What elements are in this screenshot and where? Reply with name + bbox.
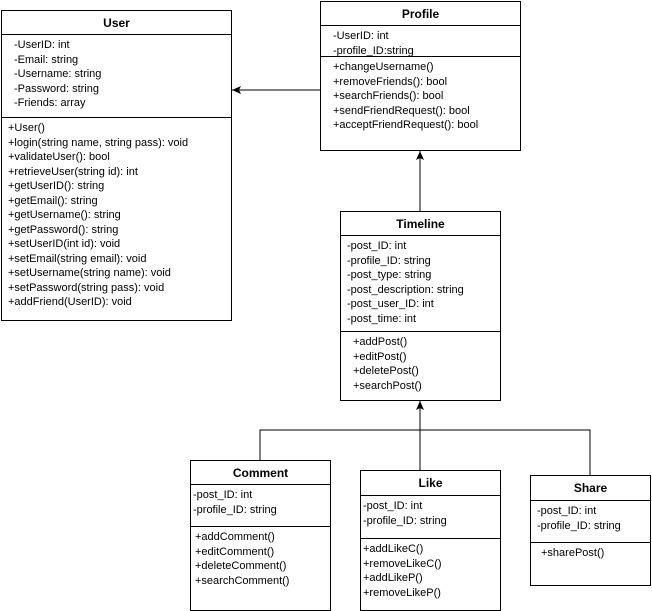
class-name: Like [361, 471, 500, 496]
methods-section: +sharePost() [531, 543, 650, 561]
attribute: -profile_ID: string [347, 254, 431, 267]
method: +validateUser(): bool [8, 151, 110, 163]
class-share[interactable]: Share -post_ID: int -profile_ID: string +sh… [530, 475, 651, 586]
attributes-section: -post_ID: int -profile_ID: string -post_ty… [341, 236, 500, 332]
method: +addFriend(UserID): void [8, 296, 132, 308]
class-name: Timeline [341, 212, 500, 236]
class-comment[interactable]: Comment -post_ID: int -profile_ID: string +… [190, 460, 331, 611]
method: +searchComment() [195, 574, 290, 587]
class-name: Share [531, 476, 650, 501]
attributes-section: -post_ID: int -profile_ID: string [531, 501, 650, 543]
method: +deletePost() [353, 365, 419, 377]
class-like[interactable]: Like -post_ID: int -profile_ID: string +add… [360, 470, 501, 611]
attribute: -post_type: string [347, 269, 432, 281]
line-comment-to-timeline [259, 429, 420, 460]
attribute: -post_time: int [347, 312, 417, 325]
method: +removeLikeC() [363, 557, 442, 570]
attribute: -post_ID: int [537, 505, 597, 517]
method: +getUserID(): string [8, 180, 105, 192]
method: +getUsername(): string [8, 209, 121, 221]
method: +editComment() [195, 545, 275, 558]
class-name: Profile [321, 2, 520, 26]
class-name: User [2, 11, 231, 35]
line-share-to-timeline [420, 429, 591, 475]
class-name: Comment [191, 461, 330, 485]
methods-section: +User() +login(string name, string pass):… [2, 118, 231, 310]
attribute: -UserID: int [333, 30, 389, 42]
method: +editPost() [353, 350, 407, 363]
attribute: -post_ID: int [193, 489, 253, 501]
attribute: -UserID: int [14, 39, 70, 51]
attribute: -post_ID: int [347, 240, 407, 252]
attributes-section: -post_ID: int -profile_ID: string [191, 485, 330, 527]
class-user[interactable]: User -UserID: int -Email: string -Username:… [1, 10, 232, 321]
methods-section: +addPost() +editPost() +deletePost() +searc… [341, 332, 500, 393]
methods-section: +changeUsername() +removeFriends(): bool +… [321, 57, 520, 133]
method: +removeLikeP() [363, 586, 441, 599]
attribute: -profile_ID:string [333, 44, 414, 57]
methods-section: +addComment() +editComment() +deleteCommen… [191, 527, 330, 588]
attribute: -Password: string [14, 82, 99, 95]
class-timeline[interactable]: Timeline -post_ID: int -profile_ID: string… [340, 211, 501, 401]
attribute: -Email: string [14, 53, 79, 66]
attributes-section: -post_ID: int -profile_ID: string [361, 496, 500, 539]
attribute: -post_ID: int [363, 500, 423, 512]
attribute: -profile_ID: string [537, 519, 621, 532]
method: +changeUsername() [333, 61, 434, 73]
method: +removeFriends(): bool [333, 75, 448, 88]
method: +acceptFriendRequest(): bool [333, 119, 479, 131]
method: +setUserID(int id): void [8, 238, 121, 250]
method: +setUsername(string name): void [8, 267, 171, 279]
method: +sendFriendRequest(): bool [333, 104, 470, 117]
attributes-section: -UserID: int -profile_ID:string [321, 26, 520, 57]
attribute: -profile_ID: string [363, 514, 447, 527]
method: +retrieveUser(string id): int [8, 165, 138, 178]
method: +addLikeP() [363, 572, 423, 584]
method: +getEmail(): string [8, 194, 98, 207]
method: +searchPost() [353, 379, 422, 392]
method: +addPost() [353, 336, 408, 348]
method: +getPassword(): string [8, 223, 119, 236]
method: +setPassword(string pass): void [8, 281, 165, 294]
method: +login(string name, string pass): void [8, 136, 189, 149]
method: +sharePost() [541, 547, 605, 559]
methods-section: +addLikeC() +removeLikeC() +addLikeP() +rem… [361, 539, 500, 600]
method: +User() [8, 122, 45, 134]
class-profile[interactable]: Profile-UserID: int-profile_ID:string+ch… [320, 1, 521, 151]
method: +addComment() [195, 531, 275, 543]
attribute: -Username: string [14, 68, 102, 80]
attribute: -post_user_ID: int [347, 298, 434, 310]
attribute: -post_description: string [347, 283, 464, 296]
method: +addLikeC() [363, 543, 424, 555]
attributes-section: -UserID: int -Email: string -Username: str… [2, 35, 231, 118]
attribute: -profile_ID: string [193, 503, 277, 516]
method: +deleteComment() [195, 560, 287, 572]
attribute: -Friends: array [14, 97, 86, 109]
method: +setEmail(string email): void [8, 252, 147, 265]
method: +searchFriends(): bool [333, 90, 444, 102]
